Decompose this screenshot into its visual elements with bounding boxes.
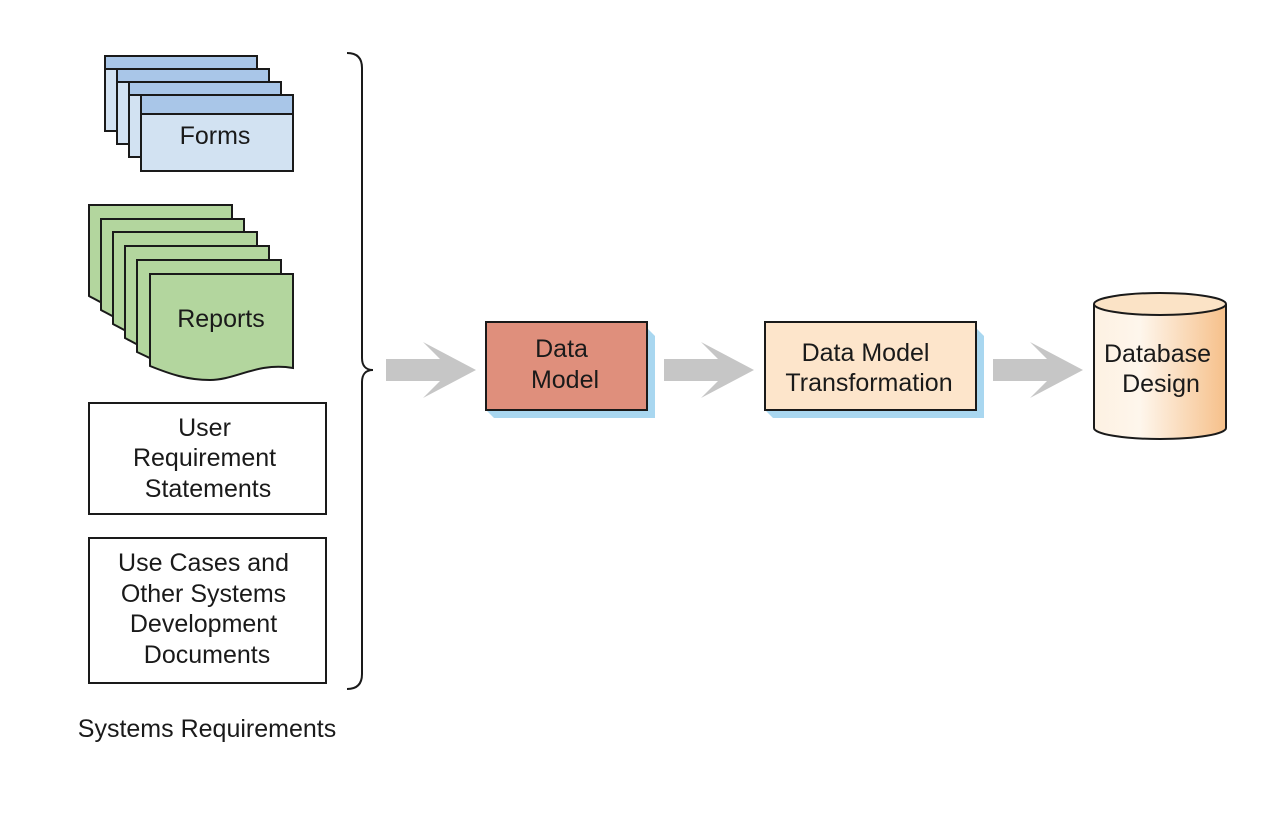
use-cases-line: Development	[130, 610, 277, 638]
arrow-right-icon	[664, 342, 754, 398]
user-requirement-line: User	[178, 414, 231, 442]
user-requirement-line: Requirement	[133, 444, 276, 472]
user-requirement-line: Statements	[145, 475, 271, 503]
arrow-right-icon	[993, 342, 1083, 398]
systems-requirements-label: Systems Requirements	[78, 715, 336, 743]
cylinder-body	[1093, 304, 1227, 440]
transformation-line: Transformation	[785, 369, 952, 397]
data-model-line: Data	[535, 335, 588, 363]
database-design-line: Design	[1122, 370, 1200, 398]
cylinder-top	[1093, 292, 1227, 316]
data-model-label: Data Model	[531, 335, 599, 394]
database-design-line: Database	[1104, 340, 1211, 368]
use-cases-label: Use Cases and Other Systems Development …	[118, 549, 296, 669]
forms-document-stack	[104, 55, 294, 172]
user-requirement-statements-box	[88, 402, 327, 515]
data-model-transformation-label: Data Model Transformation	[785, 339, 952, 397]
user-requirement-label: User Requirement Statements	[133, 414, 283, 503]
use-cases-line: Documents	[144, 641, 270, 669]
reports-label: Reports	[177, 305, 265, 333]
data-model-line: Model	[531, 366, 599, 394]
database-cylinder	[1093, 292, 1227, 440]
forms-label: Forms	[180, 122, 251, 150]
arrow-right-icon	[386, 342, 476, 398]
data-model-transformation-box	[764, 321, 977, 411]
reports-document-stack	[88, 204, 294, 382]
use-cases-line: Other Systems	[121, 580, 286, 608]
report-sheet	[149, 273, 294, 382]
database-design-label: Database Design	[1104, 340, 1218, 398]
form-sheet	[140, 94, 294, 172]
use-cases-box	[88, 537, 327, 684]
grouping-brace	[346, 52, 374, 690]
use-cases-line: Use Cases and	[118, 549, 289, 577]
transformation-line: Data Model	[802, 339, 930, 367]
data-model-box	[485, 321, 648, 411]
